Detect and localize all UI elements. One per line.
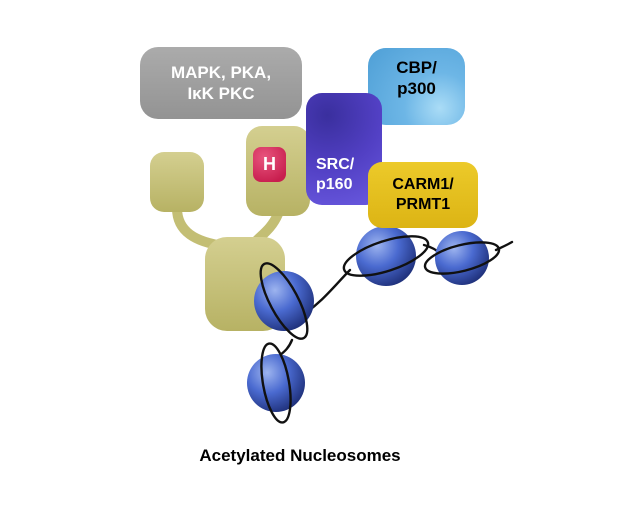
nucleosome-sphere bbox=[254, 271, 314, 331]
dna-loop bbox=[260, 342, 292, 424]
dna-loop bbox=[423, 241, 501, 275]
cbp-label-line2: p300 bbox=[397, 79, 436, 99]
nucleosome-sphere bbox=[247, 354, 305, 412]
dna-loop bbox=[342, 235, 430, 277]
cbp-p300-box: CBP/ p300 bbox=[368, 48, 465, 125]
diagram-caption: Acetylated Nucleosomes bbox=[199, 446, 401, 465]
receptor-domain-left bbox=[150, 152, 204, 212]
carm1-label-line1: CARM1/ bbox=[392, 176, 454, 193]
hormone-label: H bbox=[263, 154, 276, 175]
kinase-label-line2: IκK PKC bbox=[187, 84, 255, 103]
carm1-label-line2: PRMT1 bbox=[395, 196, 451, 213]
src-label-line1: SRC/ bbox=[316, 156, 355, 173]
src-label-line2: p160 bbox=[316, 176, 353, 193]
cbp-label-line1: CBP/ bbox=[396, 58, 437, 77]
kinase-label-line1: MAPK, PKA, bbox=[170, 62, 272, 82]
dna-loop bbox=[259, 262, 309, 340]
dna-loops bbox=[259, 235, 501, 424]
kinase-box: MAPK, PKA, IκK PKC bbox=[140, 47, 302, 119]
nucleosome-sphere bbox=[435, 231, 489, 285]
nucleosome-sphere bbox=[356, 226, 416, 286]
carm1-prmt1-box: CARM1/ PRMT1 bbox=[368, 162, 478, 228]
src-p160-box: SRC/ p160 bbox=[306, 93, 382, 205]
hormone-ligand-box: H bbox=[253, 147, 286, 182]
dna-tail-right bbox=[494, 240, 514, 252]
